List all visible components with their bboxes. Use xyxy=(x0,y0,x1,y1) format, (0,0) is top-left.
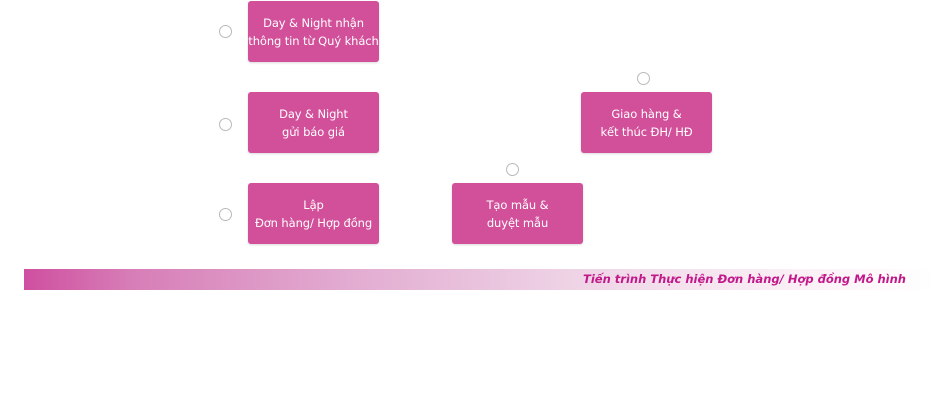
step-1-radio[interactable] xyxy=(219,25,232,38)
step-3-line1: Lập xyxy=(303,197,324,212)
step-4-line2: duyệt mẫu xyxy=(486,215,549,230)
step-3-radio[interactable] xyxy=(219,208,232,221)
step-3-line2: Đơn hàng/ Hợp đồng xyxy=(254,215,373,230)
step-5-radio[interactable] xyxy=(637,72,650,85)
step-1-box[interactable]: Day & Night nhận thông tin từ Quý khách xyxy=(248,1,379,62)
step-3-box[interactable]: Lập Đơn hàng/ Hợp đồng xyxy=(248,183,379,244)
banner-title: Tiến trình Thực hiện Đơn hàng/ Hợp đồng … xyxy=(583,272,906,286)
step-4-radio[interactable] xyxy=(506,163,519,176)
step-5-box[interactable]: Giao hàng & kết thúc ĐH/ HĐ xyxy=(581,92,712,153)
step-2-line2: gửi báo giá xyxy=(282,124,345,139)
step-1-line1: Day & Night nhận xyxy=(263,15,364,30)
step-1-line2: thông tin từ Quý khách xyxy=(248,33,379,48)
step-5-line1: Giao hàng & xyxy=(611,106,682,121)
step-4-box[interactable]: Tạo mẫu & duyệt mẫu xyxy=(452,183,583,244)
process-banner: Tiến trình Thực hiện Đơn hàng/ Hợp đồng … xyxy=(24,269,934,290)
step-2-radio[interactable] xyxy=(219,118,232,131)
step-5-line2: kết thúc ĐH/ HĐ xyxy=(600,124,693,139)
step-2-box[interactable]: Day & Night gửi báo giá xyxy=(248,92,379,153)
step-2-line1: Day & Night xyxy=(279,106,348,121)
step-4-line1: Tạo mẫu & xyxy=(486,197,549,212)
